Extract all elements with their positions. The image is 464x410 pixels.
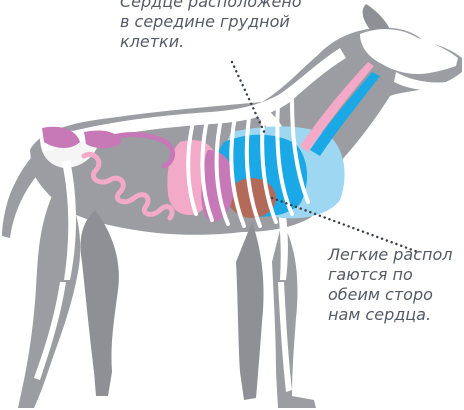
lungs-caption-line: обеим сторо [328, 285, 453, 305]
lungs-caption-line: гаются по [328, 265, 453, 285]
heart-caption-line: клетки. [120, 32, 302, 52]
lungs-caption: Легкие распол гаются по обеим сторо нам … [328, 245, 453, 325]
lungs-caption-line: нам сердца. [328, 305, 453, 325]
heart-caption: Сердце расположено в середине грудной кл… [120, 0, 302, 52]
heart-caption-line: Сердце расположено [120, 0, 302, 12]
heart-caption-line: в середине грудной [120, 12, 302, 32]
lungs-caption-line: Легкие распол [328, 245, 453, 265]
